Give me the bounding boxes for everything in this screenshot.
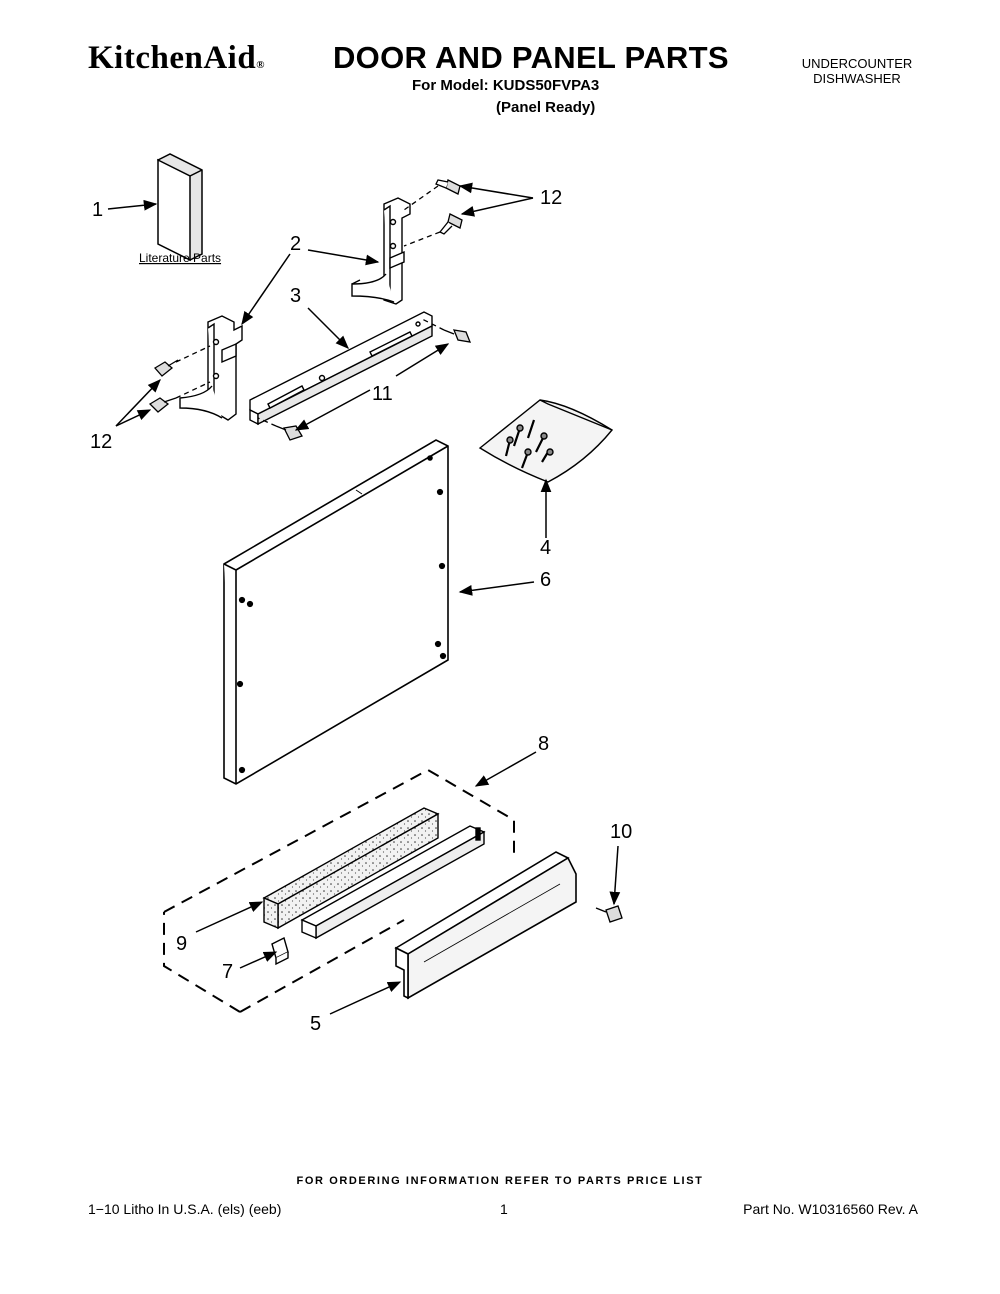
right-door-bracket [351,197,411,305]
callout-1: 1 [92,199,103,221]
ordering-note: FOR ORDERING INFORMATION REFER TO PARTS … [296,1175,704,1187]
category-line-1: UNDERCOUNTER [801,56,913,71]
screw-12-upper [403,179,461,211]
clip [271,936,289,966]
category-line-2: DISHWASHER [813,71,901,86]
toe-panel-bracket [300,825,486,940]
callout-6: 6 [540,569,551,591]
callout-4: 4 [540,537,551,559]
callout-7: 7 [222,961,233,983]
callout-2: 2 [290,233,301,255]
callout-8: 8 [538,733,549,755]
part-number: Part No. W10316560 Rev. A [743,1201,918,1217]
screw-12-left-upper [153,345,211,377]
left-door-bracket [179,315,243,421]
callout-11: 11 [372,383,393,405]
literature-book [157,153,203,262]
hardware-bag [478,399,614,483]
screw-10 [595,905,623,923]
toe-kit-group [163,768,515,1013]
litho-info: 1−10 Litho In U.S.A. (els) (eeb) [88,1201,282,1217]
callout-10: 10 [610,821,632,843]
brand-name: KitchenAid [88,40,257,76]
page-title: DOOR AND PANEL PARTS [333,40,729,75]
callout-3: 3 [290,285,301,307]
leader-arrows [107,182,621,1015]
mounting-rail [249,311,433,426]
callout-9: 9 [176,933,187,955]
category-label: UNDERCOUNTER DISHWASHER [782,56,932,86]
page-number: 1 [500,1201,508,1217]
toe-panel [394,851,577,1000]
callout-5: 5 [310,1013,321,1035]
screw-12-left-lower [148,381,211,413]
screw-11-right [419,317,472,343]
literature-parts-label: Literature Parts [139,251,221,265]
model-line: For Model: KUDS50FVPA3 [412,77,600,94]
screw-12-middle [403,213,463,247]
door-panel [223,439,449,785]
brand-logo: KitchenAid® [88,40,265,77]
callout-12-lower: 12 [90,431,112,453]
foam-strip [262,807,440,930]
registered-mark: ® [256,59,265,71]
variant-label: (Panel Ready) [496,99,596,116]
callout-12-upper: 12 [540,187,562,209]
screw-11-left [257,417,303,441]
